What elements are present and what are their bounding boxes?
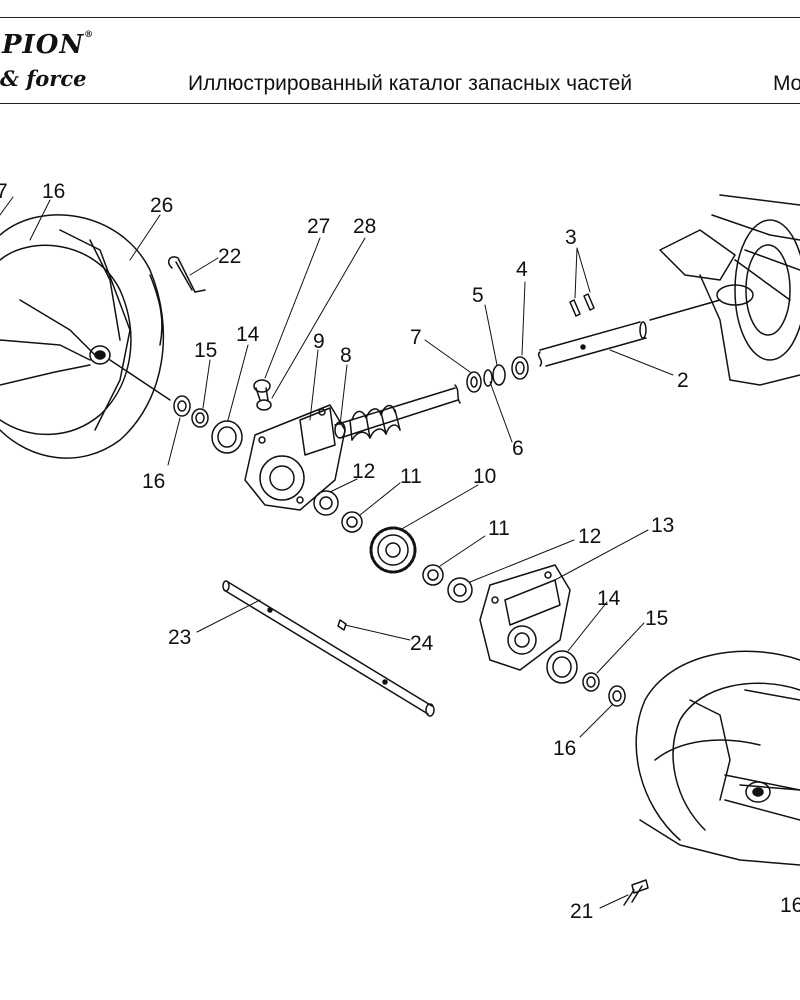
callout-28: 28 (353, 215, 376, 238)
part-12-washer-upper (313, 490, 339, 516)
part-11-bushing-upper (341, 511, 363, 533)
worm-shaft (334, 384, 461, 441)
callout-4: 4 (516, 258, 528, 281)
callout-21: 21 (570, 900, 593, 923)
callout-13: 13 (651, 514, 674, 537)
part-13-gearbox-half (479, 564, 571, 671)
catalog-title: Иллюстрированный каталог запасных частей (188, 72, 633, 95)
header-top-rule (0, 17, 800, 18)
callout-5: 5 (472, 284, 484, 307)
part-15-washer-right (582, 672, 600, 692)
part-24-key (337, 619, 347, 631)
brand-logo-top: PION® (2, 30, 95, 60)
brand-logo-slogan: & force (0, 66, 87, 91)
callout-8: 8 (340, 344, 352, 367)
callout-24: 24 (410, 632, 434, 655)
part-22-cotter-pin (167, 256, 206, 293)
leader-lines (0, 196, 674, 909)
part-27-bolt (253, 379, 271, 401)
part-23-axle (222, 580, 435, 717)
part-15-washer-left (191, 408, 209, 428)
callout-6: 6 (512, 437, 524, 460)
model-label: Mo (773, 72, 800, 95)
part-9-gearbox-half (244, 404, 346, 511)
callout-16-bottom-right: 16 (780, 894, 800, 917)
callout-12-lower: 12 (578, 525, 601, 548)
left-auger (0, 214, 171, 459)
part-10-worm-gear (369, 526, 417, 574)
header-bottom-rule (0, 103, 800, 104)
part-16-bushing-left (173, 395, 191, 417)
callout-16-top-left: 16 (42, 180, 65, 203)
part-14-ring-left (211, 420, 243, 454)
callout-2: 2 (677, 369, 689, 392)
part-5-ring (492, 364, 506, 386)
callout-12-upper: 12 (352, 460, 375, 483)
part-14-ring-right (546, 650, 578, 684)
callout-16-left: 16 (142, 470, 165, 493)
callout-26: 26 (150, 194, 173, 217)
callout-11-upper: 11 (400, 465, 422, 488)
callout-15-right: 15 (645, 607, 668, 630)
callout-16-right: 16 (553, 737, 576, 760)
callout-22: 22 (218, 245, 241, 268)
callout-15-left: 15 (194, 339, 217, 362)
part-12-washer-lower (447, 577, 473, 603)
part-16-bushing-right (608, 685, 626, 707)
callout-7: 7 (410, 326, 422, 349)
callout-7-left: 7 (0, 180, 8, 203)
callout-10: 10 (473, 465, 496, 488)
callout-14-left: 14 (236, 323, 260, 346)
part-21-bolt (623, 879, 649, 906)
right-auger (635, 650, 800, 866)
part-6-washer (483, 369, 493, 387)
callout-3: 3 (565, 226, 577, 249)
part-7-bearing (466, 371, 482, 393)
part-4-gear (511, 356, 529, 380)
callout-23: 23 (168, 626, 191, 649)
callout-27: 27 (307, 215, 330, 238)
callout-9: 9 (313, 330, 325, 353)
callout-14-right: 14 (597, 587, 621, 610)
callout-11-lower: 11 (488, 517, 510, 540)
part-3-pins (569, 293, 595, 317)
part-11-bushing-lower (422, 564, 444, 586)
impeller-housing (649, 194, 800, 386)
part-28-nut (256, 399, 272, 411)
part-2-main-shaft (537, 321, 647, 367)
